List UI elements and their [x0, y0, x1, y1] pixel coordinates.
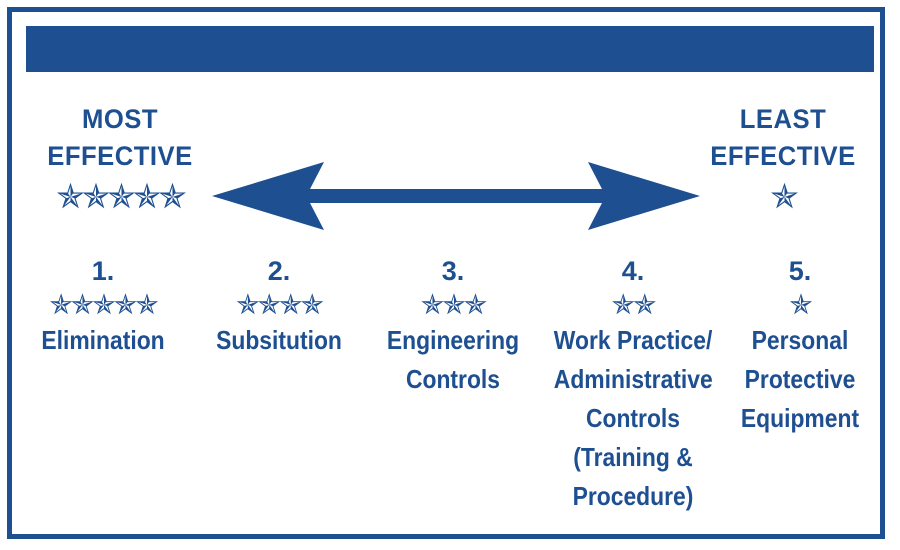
rating-stars-icon: ✯✯✯✯✯ — [49, 289, 158, 320]
title-bar — [26, 26, 874, 72]
least-effective-label: LEAST EFFECTIVE — [702, 101, 864, 175]
control-label-line1: Personal — [751, 325, 849, 355]
control-label-line5: Procedure) — [572, 481, 694, 511]
outer-frame — [7, 7, 885, 539]
rating-stars-icon: ✯✯✯ — [420, 289, 487, 320]
control-label-line3: Controls — [585, 403, 681, 433]
control-label-line3: Equipment — [740, 403, 860, 433]
least-label-line2: EFFECTIVE — [710, 141, 856, 171]
control-substitution: 2. ✯✯✯✯ Subsitution — [189, 255, 369, 360]
control-label-line2: Administrative — [553, 364, 713, 394]
control-ppe: 5. ✯ Personal Protective Equipment — [710, 255, 890, 438]
control-number: 2. — [267, 256, 291, 286]
control-number: 5. — [788, 256, 812, 286]
control-number: 3. — [441, 256, 465, 286]
rating-stars-icon: ✯ — [789, 289, 812, 320]
arrow-shape — [212, 162, 700, 230]
least-effective-stars-icon: ✯ — [770, 178, 799, 216]
rating-stars-icon: ✯✯ — [611, 289, 657, 320]
control-label: Elimination — [41, 325, 165, 355]
control-engineering: 3. ✯✯✯ Engineering Controls — [363, 255, 543, 399]
most-effective-label: MOST EFFECTIVE — [39, 101, 201, 175]
double-headed-arrow-icon — [212, 162, 700, 230]
control-label-line4: (Training & — [573, 442, 693, 472]
rating-stars-icon: ✯✯✯✯ — [236, 289, 324, 320]
most-effective-stars-icon: ✯✯✯✯✯ — [56, 178, 186, 216]
control-label-line2: Protective — [744, 364, 856, 394]
most-label-line1: MOST — [82, 104, 158, 134]
least-label-line1: LEAST — [739, 104, 827, 134]
control-work-practice: 4. ✯✯ Work Practice/ Administrative Cont… — [543, 255, 723, 516]
most-label-line2: EFFECTIVE — [47, 141, 193, 171]
control-label: Subsitution — [216, 325, 342, 355]
control-elimination: 1. ✯✯✯✯✯ Elimination — [13, 255, 193, 360]
control-label-line2: Controls — [405, 364, 501, 394]
control-number: 1. — [91, 256, 115, 286]
control-label-line1: Engineering — [386, 325, 520, 355]
control-number: 4. — [621, 256, 645, 286]
control-label-line1: Work Practice/ — [553, 325, 713, 355]
